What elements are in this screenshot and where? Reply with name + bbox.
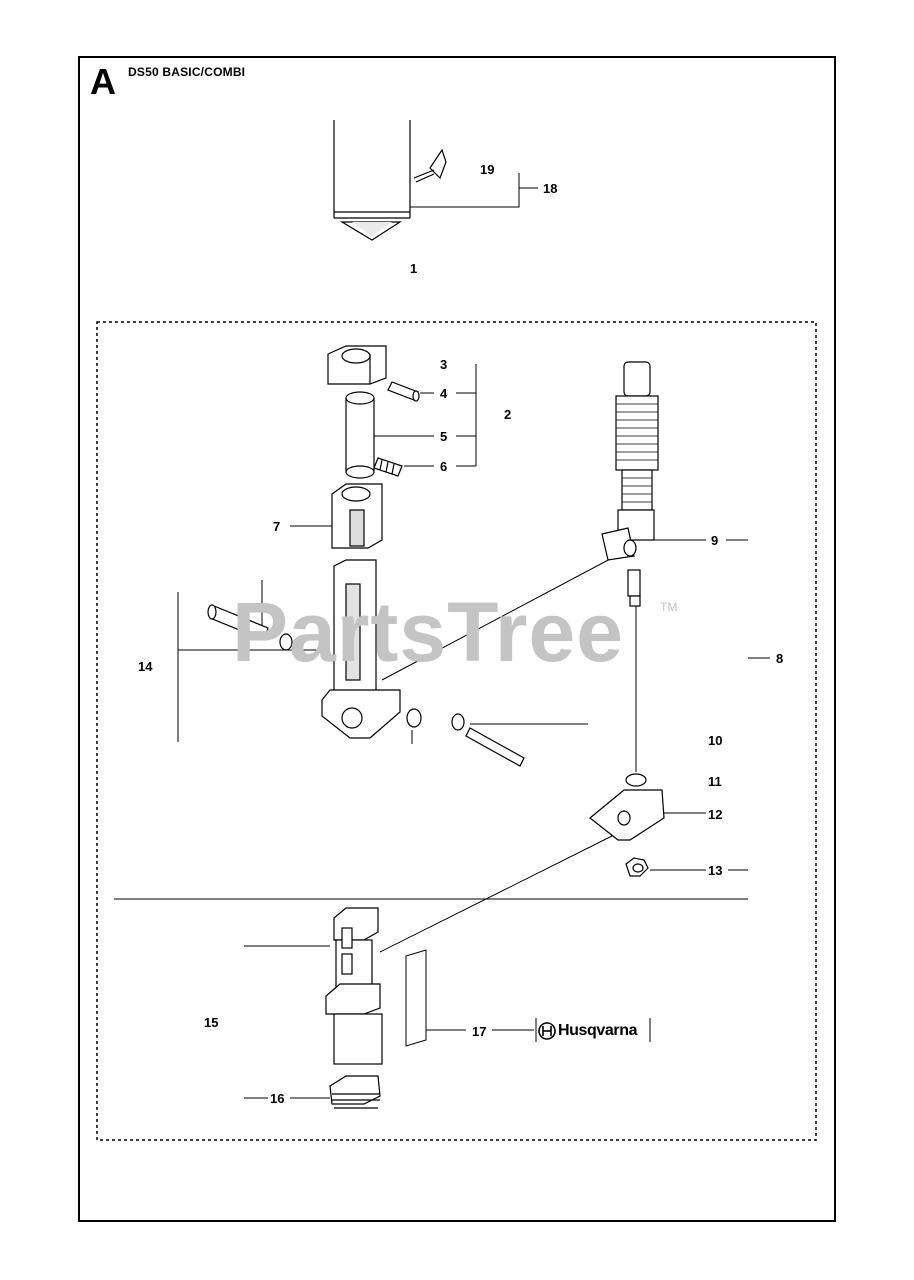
nut-part: [625, 857, 649, 877]
part-number-12: 12: [708, 807, 723, 822]
part-number-19: 19: [480, 162, 495, 177]
hinge-pin-part: [207, 604, 293, 651]
part-number-4: 4: [440, 386, 448, 401]
decal-strip-part: [405, 949, 427, 1047]
washer-part: [625, 773, 647, 787]
part-number-15: 15: [204, 1015, 219, 1030]
part-number-3: 3: [440, 357, 448, 372]
part-number-17: 17: [472, 1024, 487, 1039]
threaded-block-part: [331, 483, 383, 549]
base-bracket-part: [321, 689, 401, 739]
pin-part: [387, 381, 420, 402]
decal-brand-text: Husqvarna: [558, 1022, 638, 1039]
part-number-7: 7: [273, 519, 281, 534]
assembly-group-box: [96, 321, 817, 1141]
lower-tube-part: [325, 907, 383, 1065]
decal-brand-frame: [535, 1018, 651, 1042]
spring-coils: [616, 403, 658, 503]
trademark-mark: TM: [660, 600, 678, 614]
part-number-1: 1: [410, 261, 418, 276]
threaded-rod-part: [333, 559, 377, 699]
part-number-2: 2: [504, 407, 512, 422]
spring-tensioner-part: [601, 361, 659, 607]
spring-pin-part: [373, 457, 403, 477]
bolt-washer-part: [406, 708, 525, 767]
clamp-block-part: [327, 345, 387, 385]
part-number-9: 9: [711, 533, 719, 548]
part-number-10: 10: [708, 733, 723, 748]
leader-lines: [114, 173, 770, 1099]
part-number-5: 5: [440, 429, 448, 444]
screw-part: [413, 148, 447, 183]
pivot-shaft-part: [345, 391, 375, 479]
model-title: DS50 BASIC/COMBI: [128, 65, 246, 79]
part-number-6: 6: [440, 459, 448, 474]
drawing-frame: [78, 56, 836, 1222]
part-number-18: 18: [543, 181, 558, 196]
part-number-11: 11: [708, 774, 722, 789]
part-number-13: 13: [708, 863, 723, 878]
upper-tube-part: [333, 120, 411, 241]
husqvarna-crown-logo-icon: [538, 1022, 556, 1040]
end-cap-part: [329, 1075, 381, 1109]
part-number-16: 16: [270, 1091, 285, 1106]
part-number-14: 14: [138, 659, 153, 674]
fork-clevis-part: [589, 789, 665, 841]
part-number-8: 8: [776, 651, 784, 666]
watermark-text: PartsTree: [232, 585, 624, 679]
section-letter: A: [90, 61, 116, 102]
